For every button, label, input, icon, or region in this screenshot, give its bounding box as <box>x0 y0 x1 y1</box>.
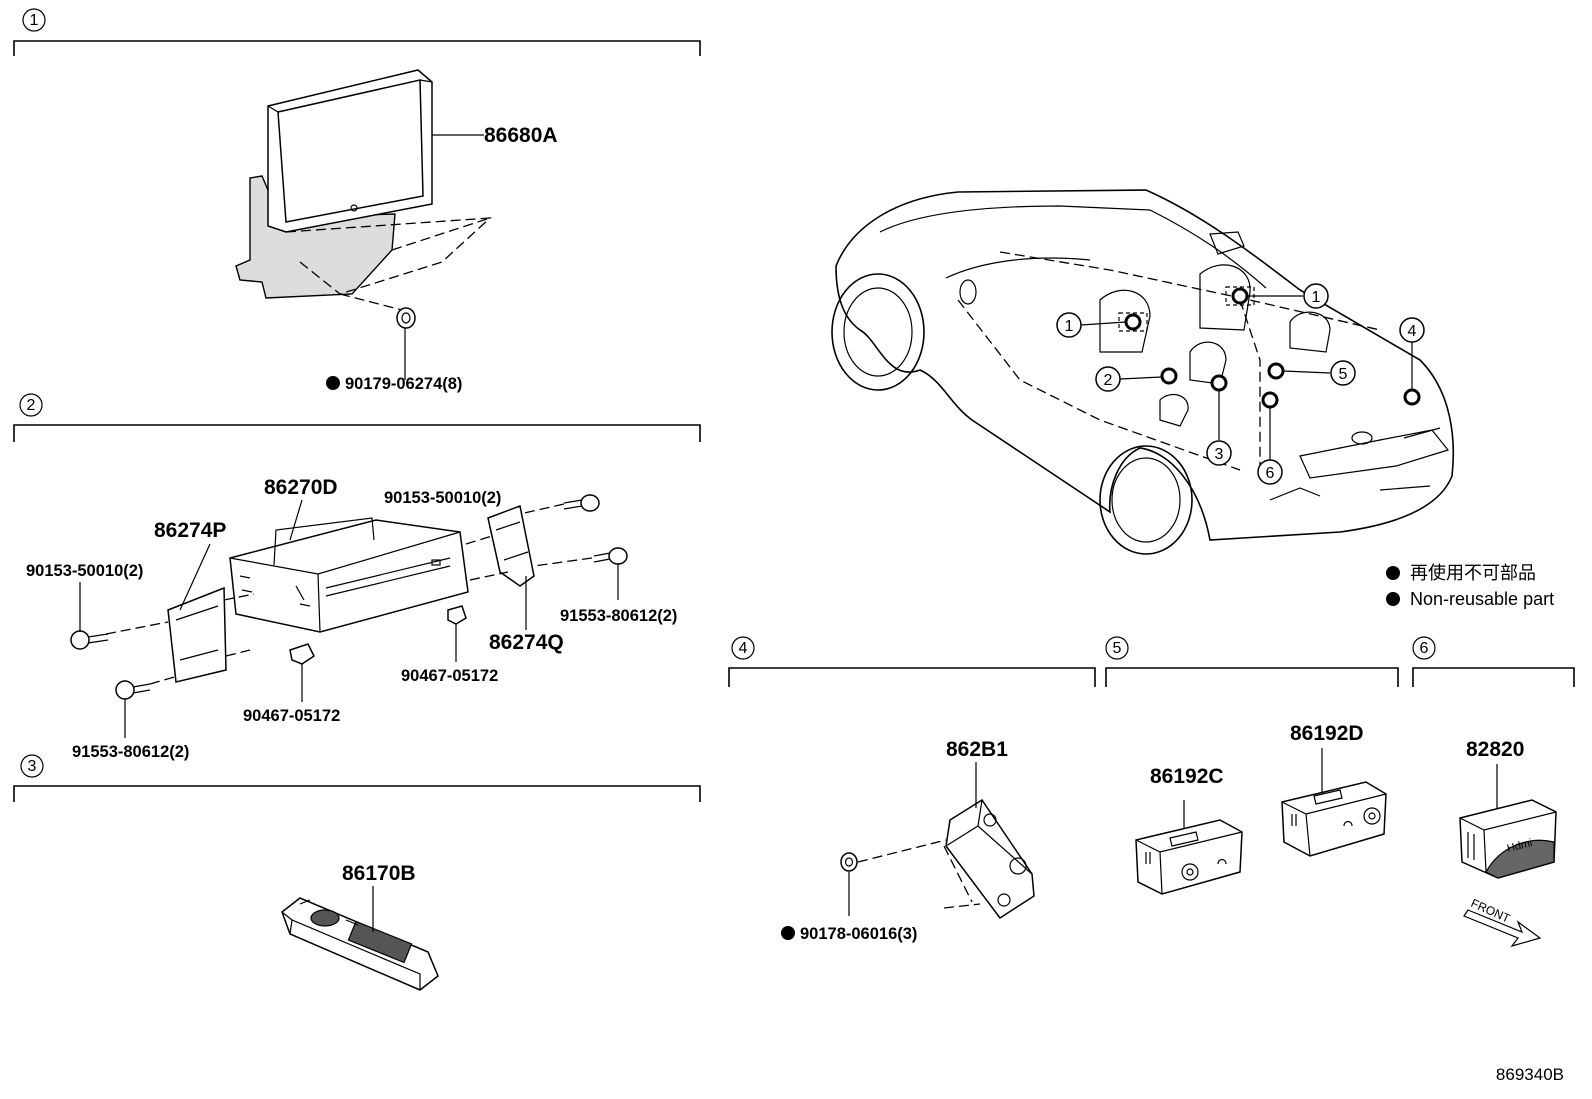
location-marker-6 <box>1261 391 1279 409</box>
location-marker-1b <box>1231 287 1249 305</box>
legend-marker-en <box>1386 592 1400 606</box>
section-4-number: 4 <box>739 640 748 657</box>
callout-4: 4 <box>1408 323 1417 340</box>
module-862b1-drawing <box>840 798 1035 920</box>
location-marker-2 <box>1160 367 1178 385</box>
location-marker-4 <box>1403 388 1421 406</box>
part-86192C-label: 86192C <box>1150 765 1224 788</box>
part-86270D-label: 86270D <box>264 476 338 499</box>
vehicle-illustration <box>831 189 1455 555</box>
legend-japanese: 再使用不可部品 <box>1410 563 1536 583</box>
callout-1a: 1 <box>1065 318 1074 335</box>
section-2-number: 2 <box>27 397 36 414</box>
diagram-code: 869340B <box>1496 1065 1564 1084</box>
part-90179-label: 90179-06274(8) <box>345 375 462 393</box>
leader-86270D <box>289 499 303 541</box>
location-marker-5 <box>1267 362 1285 380</box>
section-6: 6 <box>1412 636 1575 687</box>
part-90178-label: 90178-06016(3) <box>800 925 917 943</box>
part-86680A-label: 86680A <box>484 124 558 147</box>
section-3: 3 <box>13 754 701 802</box>
display-assembly-drawing <box>235 69 492 329</box>
car-callouts: 1 1 2 3 4 5 6 <box>1056 283 1425 485</box>
section-5-number: 5 <box>1113 640 1122 657</box>
part-90153-top-label: 90153-50010(2) <box>384 489 501 507</box>
location-marker-3 <box>1210 374 1228 392</box>
legend: 再使用不可部品 Non-reusable part <box>1386 563 1554 609</box>
front-label: FRONT <box>1469 896 1513 926</box>
part-90467-left-label: 90467-05172 <box>243 707 340 725</box>
part-91553-right-label: 91553-80612(2) <box>560 607 677 625</box>
section-1: 1 <box>13 8 701 56</box>
callout-5: 5 <box>1339 366 1348 383</box>
part-86274Q-label: 86274Q <box>489 631 564 654</box>
part-86192D-label: 86192D <box>1290 722 1364 745</box>
part-86274P-label: 86274P <box>154 519 226 542</box>
jack-86192d-drawing <box>1281 781 1387 857</box>
section-5: 5 <box>1105 636 1399 687</box>
player-unit-drawing <box>70 494 628 700</box>
part-90153-left-label: 90153-50010(2) <box>26 562 143 580</box>
remote-drawing <box>281 897 439 991</box>
section-6-number: 6 <box>1420 640 1429 657</box>
leader-86274P <box>179 543 211 611</box>
section-2: 2 <box>13 393 701 442</box>
callout-2: 2 <box>1104 372 1113 389</box>
callout-1b: 1 <box>1312 289 1321 306</box>
part-91553-left-label: 91553-80612(2) <box>72 743 189 761</box>
part-90467-right-label: 90467-05172 <box>401 667 498 685</box>
callout-3: 3 <box>1215 446 1224 463</box>
section-1-number: 1 <box>30 12 39 29</box>
legend-english: Non-reusable part <box>1410 589 1554 609</box>
jack-86192c-drawing <box>1135 819 1243 895</box>
part-86170B-label: 86170B <box>342 862 416 885</box>
section-4: 4 <box>728 636 1096 687</box>
part-862B1-label: 862B1 <box>946 738 1008 761</box>
non-reusable-marker-2 <box>781 926 795 940</box>
location-marker-1a <box>1124 313 1142 331</box>
legend-marker-jp <box>1386 566 1400 580</box>
hdmi-socket-drawing: Hdmi <box>1459 799 1557 879</box>
front-arrow: FRONT <box>1463 896 1542 948</box>
part-82820-label: 82820 <box>1466 738 1524 761</box>
non-reusable-marker <box>326 376 340 390</box>
callout-6: 6 <box>1266 465 1275 482</box>
section-3-number: 3 <box>28 758 37 775</box>
